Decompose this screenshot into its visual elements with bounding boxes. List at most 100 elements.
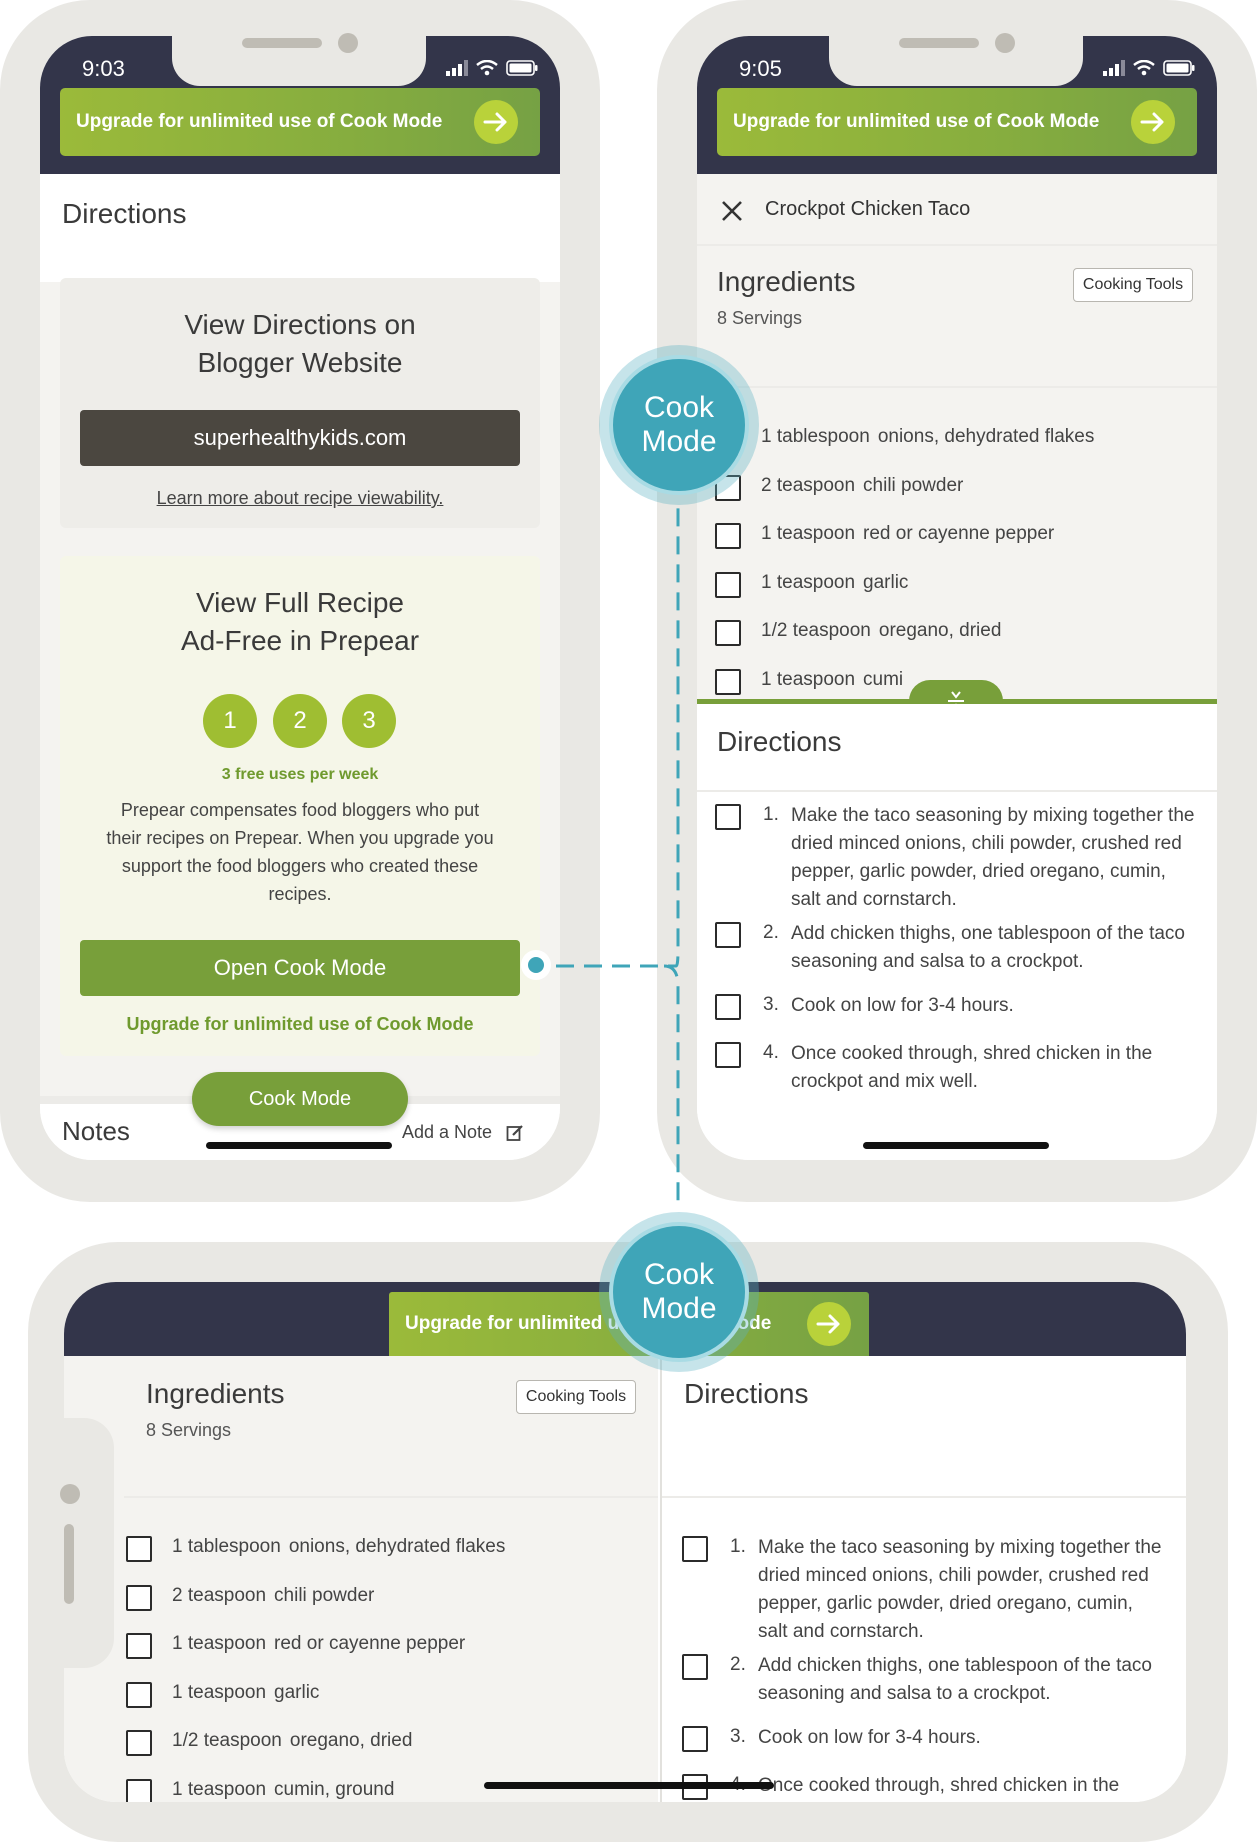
- ingredient-checkbox[interactable]: [126, 1536, 152, 1562]
- ingredient-qty: 1/2 teaspoon: [761, 620, 871, 641]
- direction-step[interactable]: 4. Once cooked through, shred chicken in …: [715, 1042, 1195, 1096]
- learn-more-link[interactable]: Learn more about recipe viewability.: [156, 488, 444, 508]
- home-indicator: [484, 1782, 774, 1789]
- blogger-card-title-1: View Directions on: [184, 309, 416, 340]
- arrow-right-icon[interactable]: [474, 100, 518, 144]
- ingredients-panel: Ingredients 8 Servings Cooking Tools 1 t…: [64, 1356, 658, 1802]
- cook-mode-fab[interactable]: Cook Mode: [192, 1072, 408, 1126]
- add-note-link[interactable]: Add a Note: [402, 1122, 524, 1143]
- phone-screen-left: 9:03 Upgrade for unlimited use of Cook M…: [40, 36, 560, 1160]
- use-circle-2: 2: [273, 694, 327, 748]
- ingredient-checkbox[interactable]: [126, 1730, 152, 1756]
- upgrade-banner-label: Upgrade for unlimited use of Cook Mode: [733, 111, 1100, 132]
- ingredient-qty: 2 teaspoon: [761, 474, 856, 496]
- landscape-side-notch: [28, 1418, 114, 1668]
- ingredient-checkbox[interactable]: [126, 1633, 152, 1659]
- ingredient-qty: 1 teaspoon: [172, 1778, 267, 1800]
- ingredient-name: onions, dehydrated flakes: [288, 1536, 506, 1557]
- ingredient-checkbox[interactable]: [715, 571, 741, 598]
- step-text: Once cooked through, shred chicken in th…: [791, 1043, 1153, 1092]
- step-checkbox[interactable]: [715, 804, 741, 830]
- arrow-right-icon[interactable]: [1131, 100, 1175, 144]
- step-checkbox[interactable]: [682, 1536, 708, 1562]
- servings: 8 Servings: [717, 308, 803, 328]
- ingredient-checkbox[interactable]: [126, 1778, 152, 1802]
- edit-icon: [506, 1124, 523, 1141]
- direction-step[interactable]: 2.Add chicken thighs, one tablespoon of …: [715, 922, 1195, 976]
- ingredient-checkbox[interactable]: [715, 523, 741, 549]
- step-text: Make the taco seasoning by mixing togeth…: [758, 1537, 1162, 1642]
- landscape-screen: Upgrade for unlimited use of Cook Mode I…: [64, 1282, 1186, 1802]
- ingredient-qty: 2 teaspoon: [172, 1584, 267, 1606]
- close-icon[interactable]: [721, 200, 743, 222]
- directions-title: Directions: [717, 726, 842, 757]
- direction-step[interactable]: 4.Once cooked through, shred chicken in …: [682, 1774, 1162, 1800]
- open-cook-mode-button[interactable]: Open Cook Mode: [80, 940, 520, 996]
- free-uses-label: 3 free uses per week: [221, 766, 379, 783]
- ingredient-name: oregano, dried: [878, 620, 1002, 641]
- signal-icon: [1103, 60, 1125, 76]
- ingredients-panel: Ingredients 8 Servings Cooking Tools 1 t…: [697, 246, 1217, 736]
- ingredient-qty: 1 tablespoon: [761, 426, 870, 447]
- badge-line-2: Mode: [641, 1292, 717, 1325]
- notes-title: Notes: [62, 1116, 130, 1146]
- ingredient-checkbox[interactable]: [126, 1681, 152, 1708]
- step-checkbox[interactable]: [715, 922, 741, 948]
- ingredient-qty: 1 teaspoon: [761, 668, 856, 690]
- step-number: 3.: [730, 1726, 746, 1747]
- direction-step[interactable]: 3.Cook on low for 3-4 hours.: [715, 994, 1195, 1020]
- battery-icon: [1163, 60, 1195, 76]
- status-time: 9:05: [739, 56, 782, 81]
- ingredient-checkbox[interactable]: [126, 1584, 152, 1611]
- signal-icon: [446, 60, 468, 76]
- ingredient-name: onions, dehydrated flakes: [877, 426, 1095, 447]
- ingredient-qty: 1/2 teaspoon: [172, 1730, 282, 1751]
- step-checkbox[interactable]: [715, 1042, 741, 1068]
- step-checkbox[interactable]: [682, 1726, 708, 1752]
- directions-title: Directions: [684, 1378, 809, 1409]
- upgrade-link[interactable]: Upgrade for unlimited use of Cook Mode: [126, 1014, 474, 1034]
- phone-screen-right: 9:05 Upgrade for unlimited use of Cook M…: [697, 36, 1217, 1160]
- notch-right: [829, 33, 1083, 86]
- status-icons: [1103, 60, 1195, 76]
- direction-step[interactable]: 1.Make the taco seasoning by mixing toge…: [682, 1536, 1162, 1646]
- step-number: 4.: [763, 1042, 779, 1063]
- cooking-tools-button[interactable]: Cooking Tools: [1073, 268, 1193, 302]
- blogger-site-button[interactable]: superhealthykids.com: [80, 410, 520, 466]
- ingredient-checkbox[interactable]: [715, 620, 741, 646]
- promo-title-1: View Full Recipe: [195, 587, 405, 618]
- directions-panel: Directions 1.Make the taco seasoning by …: [697, 704, 1217, 1160]
- ingredient-name: oregano, dried: [289, 1730, 413, 1751]
- ingredient-row[interactable]: 1 tablespoon onions, dehydrated flakes: [715, 426, 1094, 452]
- step-text: Cook on low for 3-4 hours.: [758, 1727, 981, 1748]
- direction-step[interactable]: 2.Add chicken thighs, one tablespoon of …: [682, 1654, 1162, 1708]
- blogger-card-title-2: Blogger Website: [197, 347, 403, 378]
- ingredients-title: Ingredients: [717, 266, 856, 297]
- step-checkbox[interactable]: [682, 1654, 708, 1680]
- home-indicator: [206, 1142, 392, 1149]
- status-icons: [446, 60, 538, 76]
- ingredient-row[interactable]: 1/2 teaspoon oregano, dried: [126, 1730, 412, 1756]
- ingredient-checkbox[interactable]: [715, 668, 741, 695]
- badge-line-2: Mode: [641, 425, 717, 458]
- cooking-tools-button[interactable]: Cooking Tools: [516, 1380, 636, 1414]
- upgrade-banner[interactable]: Upgrade for unlimited use of Cook Mode: [717, 88, 1197, 156]
- direction-step[interactable]: 1.Make the taco seasoning by mixing toge…: [715, 804, 1195, 914]
- direction-step[interactable]: 3. Cook on low for 3-4 hours.: [682, 1726, 1162, 1752]
- arrow-right-icon[interactable]: [807, 1302, 851, 1346]
- ingredient-qty: 1 teaspoon: [761, 523, 856, 544]
- step-text: Once cooked through, shred chicken in th…: [758, 1775, 1120, 1796]
- ingredient-row[interactable]: 1/2 teaspoon oregano, dried: [715, 620, 1001, 646]
- step-checkbox[interactable]: [715, 994, 741, 1020]
- upgrade-banner[interactable]: Upgrade for unlimited use of Cook Mode: [60, 88, 540, 156]
